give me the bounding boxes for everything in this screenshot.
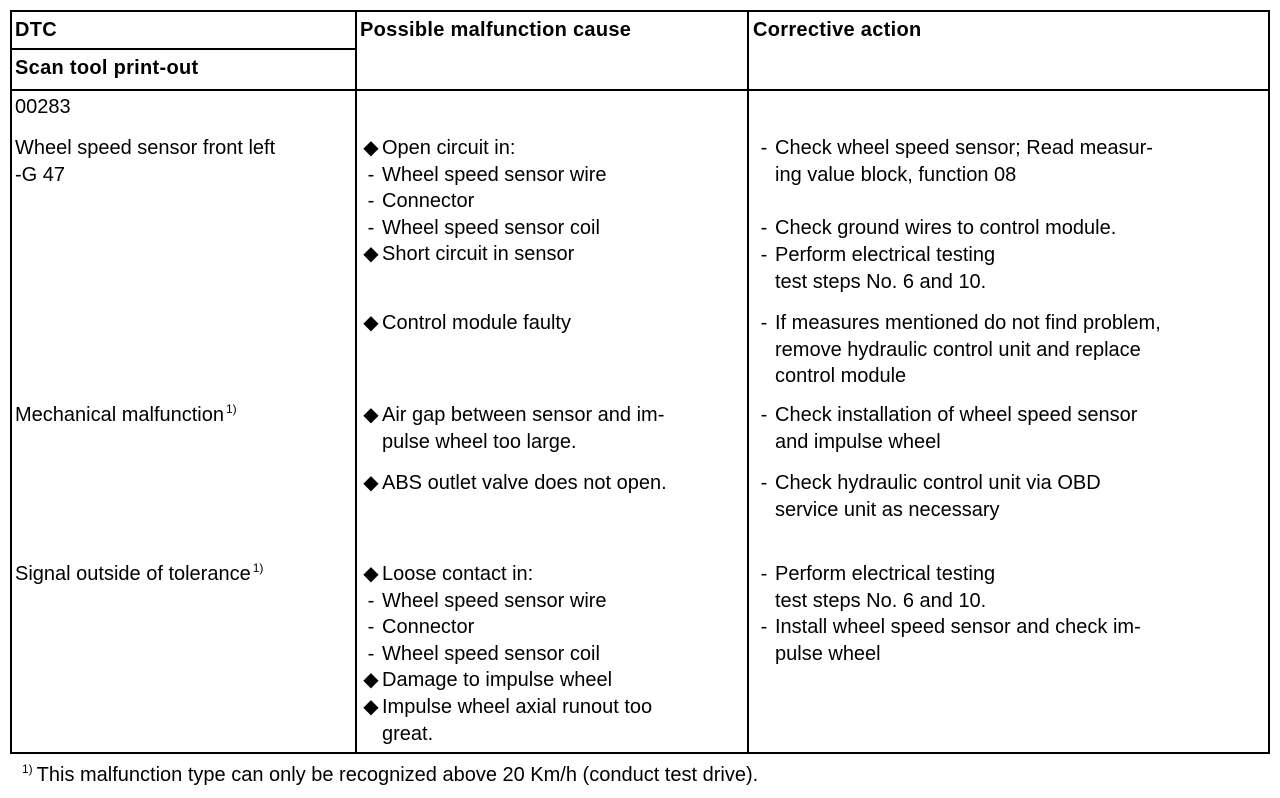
- cause-item: -Connector: [360, 188, 607, 215]
- action-item: -Check wheel speed sensor; Read measur- …: [753, 135, 1153, 188]
- dash-bullet-icon: -: [760, 217, 768, 239]
- cause-item: ◆Short circuit in sensor: [360, 241, 607, 268]
- footnote-text: This malfunction type can only be recogn…: [36, 764, 759, 786]
- cause-list-1b: ◆Control module faulty: [360, 310, 571, 337]
- dash-bullet-icon: -: [760, 244, 768, 266]
- header-dtc: DTC: [15, 19, 58, 41]
- cause-item: -Wheel speed sensor coil: [360, 641, 652, 668]
- dash-bullet-icon: -: [367, 216, 375, 239]
- cause-item: -Connector: [360, 614, 652, 641]
- action-item: -Install wheel speed sensor and check im…: [753, 614, 1141, 641]
- cause-item: ◆Air gap between sensor and im- pulse wh…: [360, 402, 664, 455]
- action-item: -Perform electrical testing: [753, 561, 1141, 588]
- footnote-ref: 1): [252, 561, 264, 576]
- dash-bullet-icon: -: [760, 312, 768, 334]
- footnote: 1)This malfunction type can only be reco…: [22, 763, 758, 787]
- header-bottom-rule: [10, 89, 1270, 91]
- header-possible-cause: Possible malfunction cause: [360, 19, 632, 41]
- dtc-code: 00283: [15, 96, 71, 118]
- cause-item: ◆Damage to impulse wheel: [360, 667, 652, 694]
- cause-item: ◆Loose contact in:: [360, 561, 652, 588]
- action-item: -Check ground wires to control module.: [753, 215, 1117, 242]
- dash-bullet-icon: -: [760, 616, 768, 639]
- dash-bullet-icon: -: [367, 589, 375, 612]
- cause-list-1: ◆Open circuit in: -Wheel speed sensor wi…: [360, 135, 607, 268]
- diamond-bullet-icon: ◆: [363, 243, 379, 266]
- table-border-top: [10, 10, 1270, 12]
- header-rule-dtc: [10, 48, 357, 50]
- dtc-description-1: Wheel speed sensor front left -G 47: [15, 135, 275, 188]
- dash-bullet-icon: -: [367, 616, 375, 639]
- cause-item: ◆Open circuit in:: [360, 135, 607, 162]
- dash-bullet-icon: -: [367, 163, 375, 186]
- diamond-bullet-icon: ◆: [363, 563, 379, 585]
- footnote-ref: 1): [226, 402, 237, 417]
- action-item: -Check hydraulic control unit via OBD se…: [753, 470, 1101, 523]
- dtc-line: -G 47: [15, 163, 66, 186]
- column-divider-2: [747, 10, 749, 754]
- diamond-bullet-icon: ◆: [363, 695, 379, 718]
- table-border-right: [1268, 10, 1270, 754]
- cause-item: -Wheel speed sensor wire: [360, 162, 607, 189]
- action-item: -Perform electrical testing test steps N…: [753, 242, 995, 295]
- diamond-bullet-icon: ◆: [363, 312, 379, 334]
- cause-item: -Wheel speed sensor coil: [360, 215, 607, 242]
- dash-bullet-icon: -: [760, 472, 768, 494]
- diamond-bullet-icon: ◆: [363, 669, 379, 692]
- dash-bullet-icon: -: [760, 137, 768, 159]
- action-list-3: -Perform electrical testing test steps N…: [753, 561, 1141, 667]
- dash-bullet-icon: -: [367, 190, 375, 213]
- dtc-line: Wheel speed sensor front left: [15, 137, 276, 159]
- diamond-bullet-icon: ◆: [363, 137, 379, 159]
- dash-bullet-icon: -: [367, 642, 375, 665]
- cause-item: ◆Control module faulty: [360, 310, 571, 337]
- table-border-left: [10, 10, 12, 754]
- cause-item: ◆Impulse wheel axial runout too: [360, 694, 652, 721]
- table-border-bottom: [10, 752, 1270, 754]
- header-corrective-action: Corrective action: [753, 19, 922, 41]
- footnote-ref: 1): [22, 762, 33, 777]
- action-item: -Check installation of wheel speed senso…: [753, 402, 1138, 455]
- cause-item: ◆ABS outlet valve does not open.: [360, 470, 666, 497]
- cause-list-3: ◆Loose contact in: -Wheel speed sensor w…: [360, 561, 652, 747]
- diamond-bullet-icon: ◆: [363, 472, 379, 494]
- column-divider-1: [355, 10, 357, 754]
- header-scan-tool: Scan tool print-out: [15, 57, 199, 79]
- action-item: -If measures mentioned do not find probl…: [753, 310, 1161, 390]
- dash-bullet-icon: -: [760, 563, 768, 585]
- diamond-bullet-icon: ◆: [363, 404, 379, 426]
- dash-bullet-icon: -: [760, 404, 768, 426]
- cause-item: -Wheel speed sensor wire: [360, 588, 652, 615]
